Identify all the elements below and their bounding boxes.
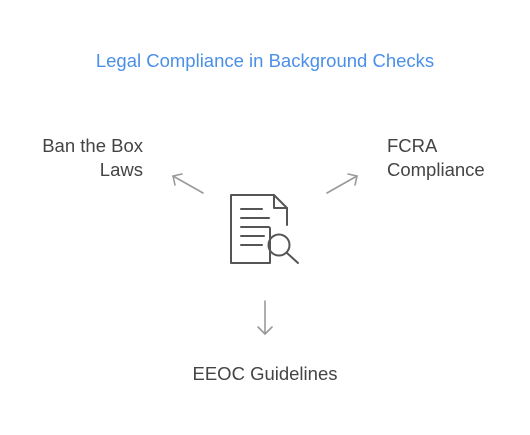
node-ban-the-box-line-2: Laws (99, 159, 143, 180)
diagram-title: Legal Compliance in Background Checks (95, 50, 435, 71)
arrow-to-eeoc (257, 300, 273, 335)
arrow-to-fcra (326, 173, 358, 194)
node-fcra-compliance-line-1: FCRA (387, 135, 438, 156)
node-fcra-compliance: FCRA Compliance (387, 134, 485, 182)
node-eeoc-guidelines-line-1: EEOC Guidelines (192, 363, 338, 384)
node-eeoc-guidelines: EEOC Guidelines (0, 362, 530, 386)
node-ban-the-box: Ban the Box Laws (42, 134, 143, 182)
node-ban-the-box-line-1: Ban the Box (42, 135, 143, 156)
document-search-icon (230, 194, 299, 264)
node-fcra-compliance-line-2: Compliance (387, 159, 485, 180)
arrow-to-ban-the-box (172, 173, 204, 194)
